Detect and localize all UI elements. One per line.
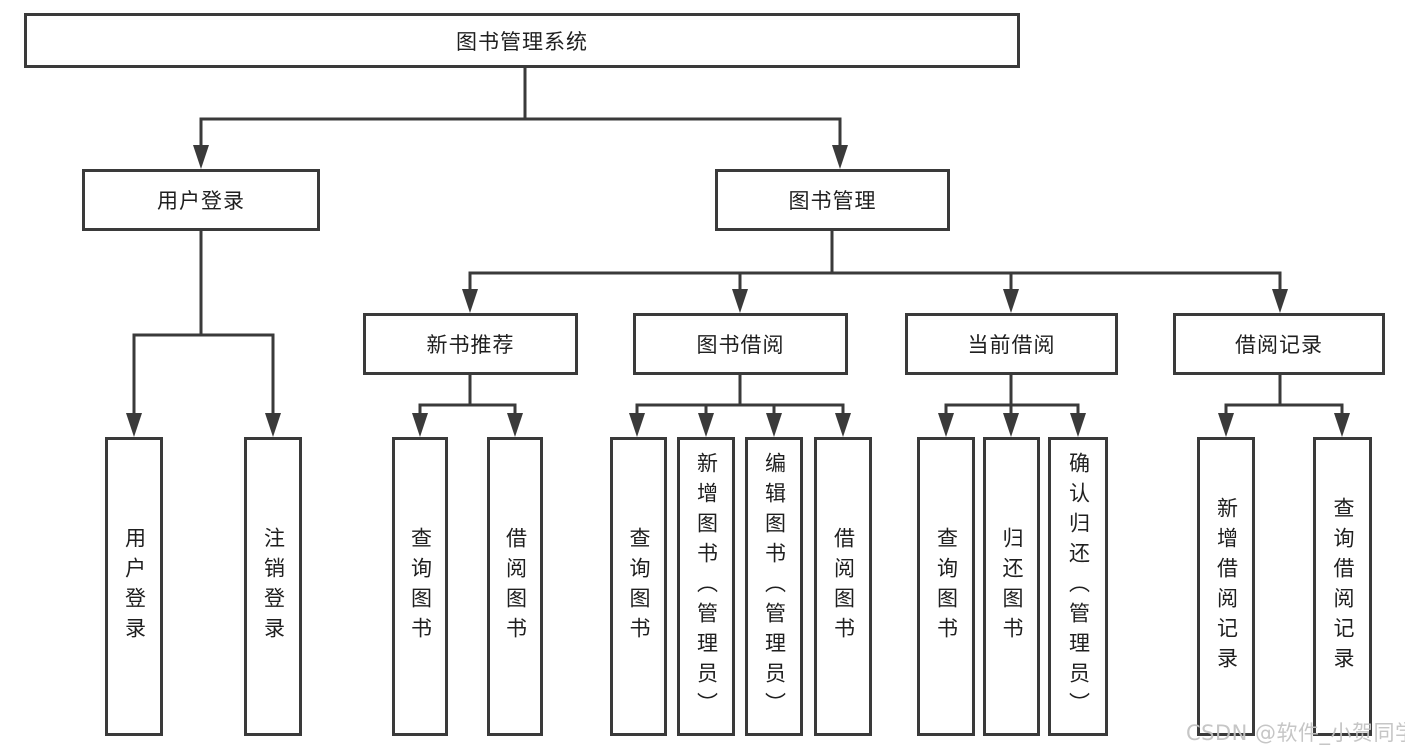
leaf-query-borrow-record: 查询借阅记录 bbox=[1313, 437, 1372, 736]
node-borrow-records: 借阅记录 bbox=[1173, 313, 1385, 375]
leaf-current-query-book: 查询图书 bbox=[917, 437, 975, 736]
leaf-logout-label: 注销登录 bbox=[261, 526, 286, 647]
leaf-recommend-query-book-label: 查询图书 bbox=[408, 526, 433, 647]
leaf-return-book: 归还图书 bbox=[983, 437, 1040, 736]
node-book-borrow-label: 图书借阅 bbox=[696, 333, 785, 357]
leaf-borrow-book-label: 借阅图书 bbox=[831, 526, 856, 647]
leaf-user-login: 用户登录 bbox=[105, 437, 163, 736]
leaf-recommend-query-book: 查询图书 bbox=[392, 437, 448, 736]
connector-root-to-level2 bbox=[193, 68, 848, 169]
connector-book-borrow-to-leaves bbox=[629, 375, 851, 437]
leaf-current-query-book-label: 查询图书 bbox=[934, 526, 959, 647]
node-new-book-recommend: 新书推荐 bbox=[363, 313, 578, 375]
connector-book-management-to-level3 bbox=[462, 231, 1288, 313]
node-borrow-records-label: 借阅记录 bbox=[1235, 333, 1323, 357]
leaf-edit-book-admin-label: 编辑图书（管理员） bbox=[762, 451, 787, 722]
leaf-add-book-admin-label: 新增图书（管理员） bbox=[694, 451, 719, 722]
leaf-user-login-label: 用户登录 bbox=[122, 526, 147, 647]
node-current-borrow: 当前借阅 bbox=[905, 313, 1118, 375]
node-book-management-label: 图书管理 bbox=[788, 189, 877, 213]
connector-current-borrow-to-leaves bbox=[938, 375, 1086, 437]
leaf-borrow-query-book-label: 查询图书 bbox=[627, 526, 651, 647]
connector-borrow-records-to-leaves bbox=[1218, 375, 1350, 437]
leaf-add-borrow-record: 新增借阅记录 bbox=[1197, 437, 1255, 736]
node-root: 图书管理系统 bbox=[24, 13, 1020, 68]
connector-user-login-to-leaves bbox=[126, 231, 281, 437]
leaf-confirm-return-admin: 确认归还（管理员） bbox=[1048, 437, 1108, 736]
node-user-login: 用户登录 bbox=[82, 169, 320, 231]
leaf-recommend-borrow-book-label: 借阅图书 bbox=[503, 526, 528, 647]
leaf-confirm-return-admin-label: 确认归还（管理员） bbox=[1066, 451, 1091, 722]
node-current-borrow-label: 当前借阅 bbox=[967, 333, 1056, 357]
leaf-borrow-book: 借阅图书 bbox=[814, 437, 872, 736]
node-user-login-label: 用户登录 bbox=[157, 189, 245, 213]
leaf-recommend-borrow-book: 借阅图书 bbox=[487, 437, 543, 736]
watermark: CSDN @软件_小贺同学 bbox=[1186, 721, 1405, 745]
connector-new-book-recommend-to-leaves bbox=[412, 375, 523, 437]
leaf-borrow-query-book: 查询图书 bbox=[610, 437, 667, 736]
node-book-borrow: 图书借阅 bbox=[633, 313, 848, 375]
leaf-add-borrow-record-label: 新增借阅记录 bbox=[1214, 496, 1239, 677]
node-book-management: 图书管理 bbox=[715, 169, 950, 231]
node-new-book-recommend-label: 新书推荐 bbox=[426, 333, 515, 357]
leaf-edit-book-admin: 编辑图书（管理员） bbox=[745, 437, 803, 736]
leaf-logout: 注销登录 bbox=[244, 437, 302, 736]
leaf-query-borrow-record-label: 查询借阅记录 bbox=[1331, 496, 1355, 677]
node-root-label: 图书管理系统 bbox=[456, 29, 588, 54]
leaf-add-book-admin: 新增图书（管理员） bbox=[677, 437, 735, 736]
leaf-return-book-label: 归还图书 bbox=[1000, 526, 1024, 647]
